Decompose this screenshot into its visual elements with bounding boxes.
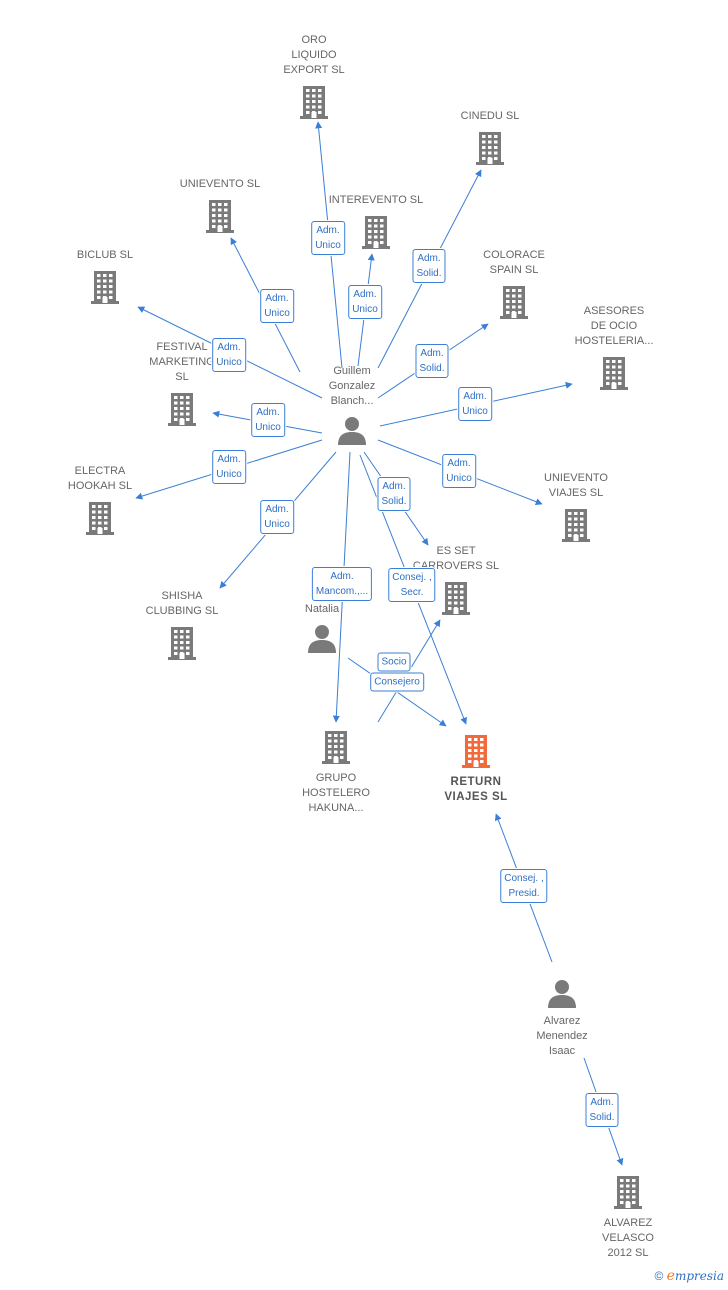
relation-badge-r-interevento[interactable]: Adm. Unico	[348, 285, 382, 319]
building-icon	[598, 355, 630, 396]
building-icon	[612, 1174, 644, 1215]
node-label: ORO LIQUIDO EXPORT SL	[283, 34, 345, 76]
relation-badge-r-oro[interactable]: Adm. Unico	[311, 221, 345, 255]
person-icon	[547, 978, 577, 1013]
node-label: RETURN VIAJES SL	[444, 776, 508, 803]
node-label: CINEDU SL	[460, 110, 520, 122]
building-icon	[320, 729, 352, 770]
relation-badge-r-grupo[interactable]: Adm. Mancom.,...	[311, 567, 373, 601]
node-label: SHISHA CLUBBING SL	[145, 590, 219, 617]
relation-badge-r-socio[interactable]: Socio	[377, 652, 411, 672]
node-label: FESTIVAL MARKETING SL	[149, 341, 215, 383]
footer-brand[interactable]: © empresia	[654, 1268, 724, 1284]
building-icon	[360, 214, 392, 255]
relation-badge-r-festival[interactable]: Adm. Unico	[251, 403, 285, 437]
node-label: INTEREVENTO SL	[328, 194, 424, 206]
building-icon	[204, 198, 236, 239]
node-label: ASESORES DE OCIO HOSTELERIA...	[574, 305, 654, 347]
building-icon	[460, 733, 492, 774]
node-label: UNIEVENTO VIAJES SL	[544, 472, 608, 499]
relation-badge-r-return-i[interactable]: Consej. , Presid.	[500, 869, 548, 903]
relation-badge-r-colorace[interactable]: Adm. Solid.	[415, 344, 449, 378]
relation-badge-r-biclub[interactable]: Adm. Unico	[212, 338, 246, 372]
relation-badge-r-velasco[interactable]: Adm. Solid.	[585, 1093, 619, 1127]
building-icon	[84, 500, 116, 541]
relation-badge-r-cinedu[interactable]: Adm. Solid.	[412, 249, 446, 283]
relation-badge-r-asesores[interactable]: Adm. Unico	[458, 387, 492, 421]
edge-r_consejero	[347, 657, 447, 727]
node-label: ELECTRA HOOKAH SL	[67, 465, 133, 492]
relation-badge-r-return-g[interactable]: Consej. , Secr.	[388, 568, 436, 602]
brand-logo-text: mpresia	[674, 1269, 724, 1283]
building-icon	[89, 269, 121, 310]
building-icon	[298, 84, 330, 125]
node-label: UNIEVENTO SL	[179, 178, 261, 190]
person-icon	[337, 415, 367, 450]
node-label: GRUPO HOSTELERO HAKUNA...	[302, 772, 370, 814]
node-label: COLORACE SPAIN SL	[483, 249, 545, 276]
relation-badge-r-electra[interactable]: Adm. Unico	[212, 450, 246, 484]
relation-badge-r-shisha[interactable]: Adm. Unico	[260, 500, 294, 534]
building-icon	[498, 284, 530, 325]
building-icon	[474, 130, 506, 171]
relation-badge-r-consejero[interactable]: Consejero	[370, 672, 424, 692]
relation-badge-r-esset[interactable]: Adm. Solid.	[377, 477, 411, 511]
relation-badge-r-unievento[interactable]: Adm. Unico	[260, 289, 294, 323]
building-icon	[560, 507, 592, 548]
building-icon	[440, 580, 472, 621]
building-icon	[166, 625, 198, 666]
copyright-symbol: ©	[654, 1269, 664, 1283]
node-label: BICLUB SL	[76, 249, 134, 261]
node-label: ALVAREZ VELASCO 2012 SL	[602, 1217, 654, 1259]
person-icon	[307, 623, 337, 658]
building-icon	[166, 391, 198, 432]
brand-logo-initial: e	[666, 1268, 675, 1284]
node-label: Alvarez Menendez Isaac	[536, 1015, 588, 1057]
node-label: Guillem Gonzalez Blanch...	[328, 365, 376, 407]
relation-badge-r-unievento-viajes[interactable]: Adm. Unico	[442, 454, 476, 488]
